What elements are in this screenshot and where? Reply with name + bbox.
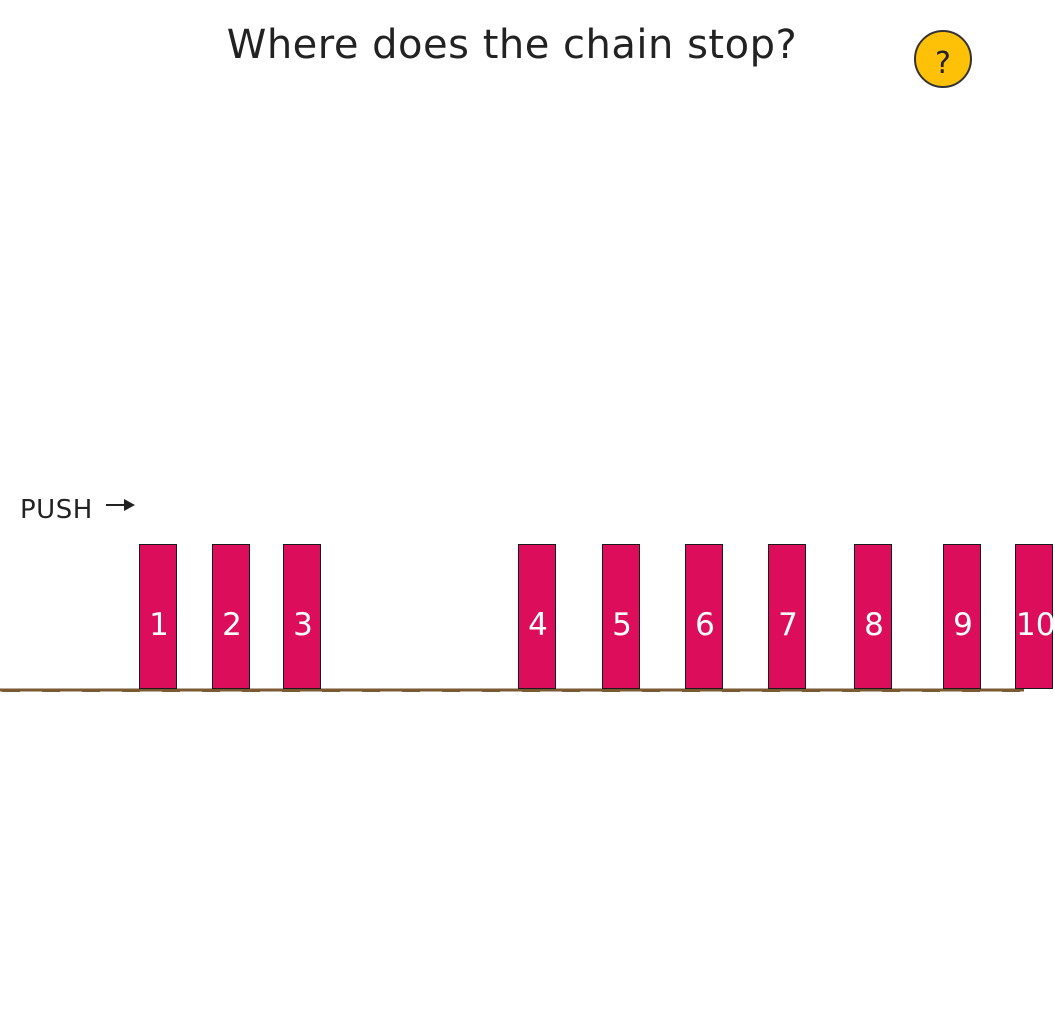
domino-number: 6 <box>695 607 715 643</box>
domino-number: 3 <box>293 607 313 643</box>
domino-number: 9 <box>953 607 973 643</box>
hint-button-label: ? <box>935 46 951 81</box>
domino[interactable]: 3 <box>283 544 321 689</box>
right-arrow-icon <box>106 499 135 511</box>
domino[interactable]: 7 <box>768 544 806 689</box>
domino[interactable]: 5 <box>602 544 640 689</box>
question-title: Where does the chain stop? <box>226 22 798 68</box>
domino[interactable]: 2 <box>212 544 250 689</box>
domino[interactable]: 1 <box>139 544 177 689</box>
domino-number: 7 <box>778 607 798 643</box>
domino-number: 5 <box>612 607 632 643</box>
domino[interactable]: 4 <box>518 544 556 689</box>
domino[interactable]: 10 <box>1015 544 1055 689</box>
domino[interactable]: 8 <box>854 544 892 689</box>
domino-number: 1 <box>149 607 169 643</box>
domino-number: 10 <box>1016 607 1055 643</box>
hint-button[interactable]: ? <box>914 30 972 88</box>
domino-number: 4 <box>528 607 548 643</box>
game-stage: Where does the chain stop? ? PUSH 1 2 3 … <box>0 22 1053 692</box>
ground-line <box>0 688 1024 692</box>
domino[interactable]: 9 <box>943 544 981 689</box>
domino-number: 8 <box>864 607 884 643</box>
domino-number: 2 <box>222 607 242 643</box>
push-label: PUSH <box>20 495 93 525</box>
domino[interactable]: 6 <box>685 544 723 689</box>
